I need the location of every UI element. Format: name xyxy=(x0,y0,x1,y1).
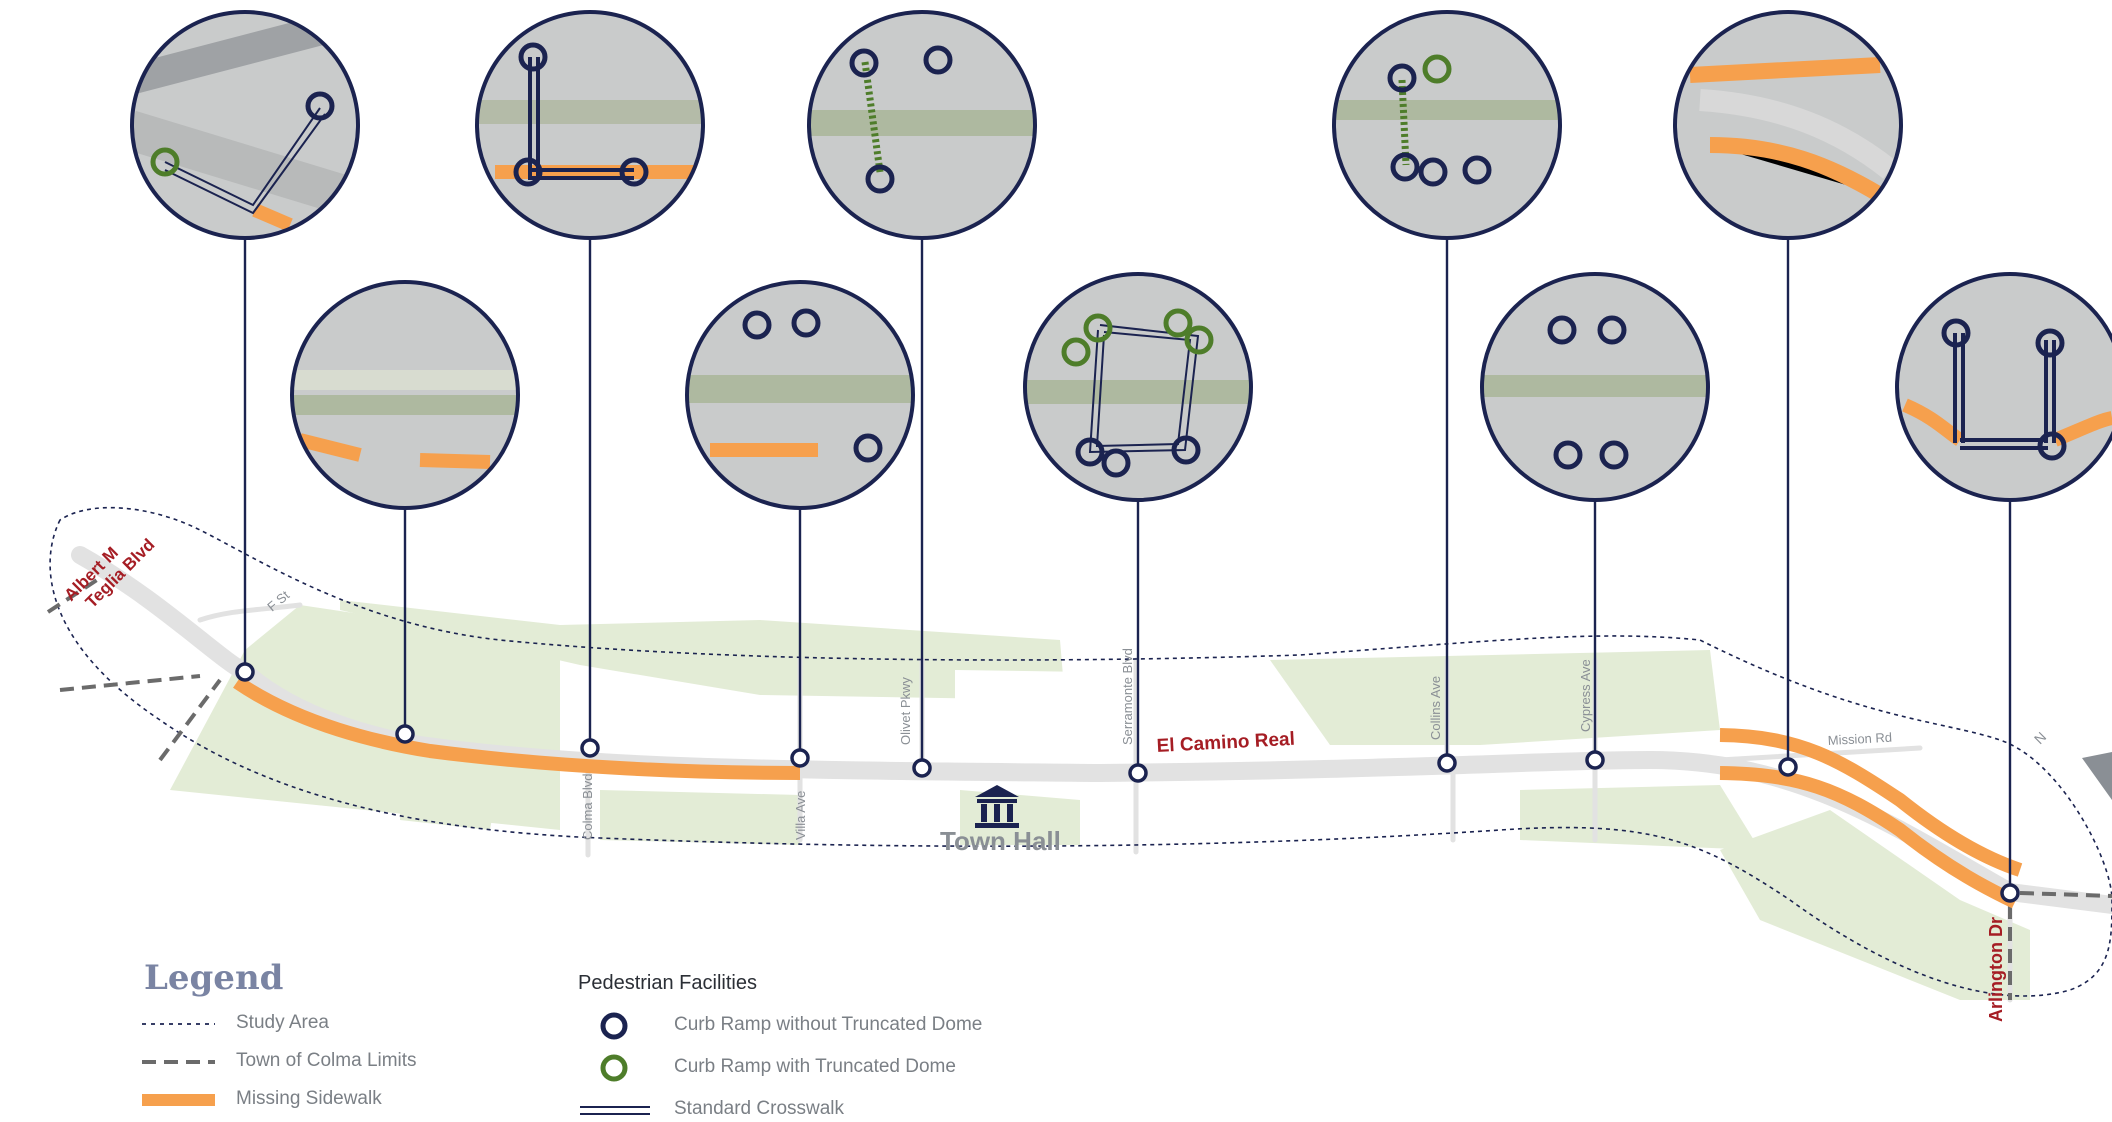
street-label-collins: Collins Ave xyxy=(1428,676,1443,740)
inset-fst xyxy=(290,280,520,510)
street-label-serramonte: Serramonte Blvd xyxy=(1120,648,1135,745)
leader-lines xyxy=(243,238,2012,893)
legend-title: Legend xyxy=(144,958,284,998)
legend-symbols xyxy=(142,1012,650,1115)
inset-villa xyxy=(685,280,915,510)
location-marker xyxy=(1128,763,1148,783)
land-parcels xyxy=(170,600,2030,1000)
location-marker xyxy=(912,758,932,778)
legend-item-study-area: Study Area xyxy=(236,1012,329,1033)
inset-olivet xyxy=(807,10,1037,240)
town-hall-label: Town Hall xyxy=(940,826,1061,856)
inset-arlington xyxy=(1895,272,2112,502)
legend-item-missing-sidewalk: Missing Sidewalk xyxy=(236,1088,382,1109)
location-marker xyxy=(235,662,255,682)
facilities-title: Pedestrian Facilities xyxy=(578,972,757,994)
location-markers xyxy=(235,662,2020,903)
north-label: N xyxy=(2031,729,2049,747)
inset-colma xyxy=(475,10,705,240)
legend-item-town-limits: Town of Colma Limits xyxy=(236,1050,417,1071)
missing-sidewalk xyxy=(233,676,2023,909)
location-marker xyxy=(790,748,810,768)
road-label-el-camino: El Camino Real xyxy=(1156,729,1295,757)
location-marker xyxy=(2000,883,2020,903)
street-label-mission: Mission Rd xyxy=(1827,730,1892,748)
location-marker xyxy=(1437,753,1457,773)
location-marker xyxy=(1585,750,1605,770)
road-label-arlington: Arlington Dr xyxy=(1986,917,2006,1022)
facility-crosswalk: Standard Crosswalk xyxy=(674,1098,845,1119)
street-label-colma: Colma Blvd xyxy=(580,774,595,840)
north-arrow-icon: N xyxy=(2031,729,2112,800)
inset-teglia xyxy=(130,10,360,240)
building-icon xyxy=(975,785,1019,828)
location-marker xyxy=(395,724,415,744)
street-label-villa: Villa Ave xyxy=(793,791,808,840)
inset-mission xyxy=(1673,10,1903,240)
town-limits xyxy=(46,576,2112,1000)
inset-serramonte xyxy=(1023,272,1253,502)
facility-ramp-dome: Curb Ramp with Truncated Dome xyxy=(674,1056,956,1077)
location-marker xyxy=(580,738,600,758)
street-label-cypress: Cypress Ave xyxy=(1578,659,1593,732)
facility-ramp-no-dome: Curb Ramp without Truncated Dome xyxy=(674,1014,983,1035)
inset-collins xyxy=(1332,10,1562,240)
inset-cypress xyxy=(1480,272,1710,502)
location-marker xyxy=(1778,757,1798,777)
street-label-olivet: Olivet Pkwy xyxy=(898,677,913,745)
